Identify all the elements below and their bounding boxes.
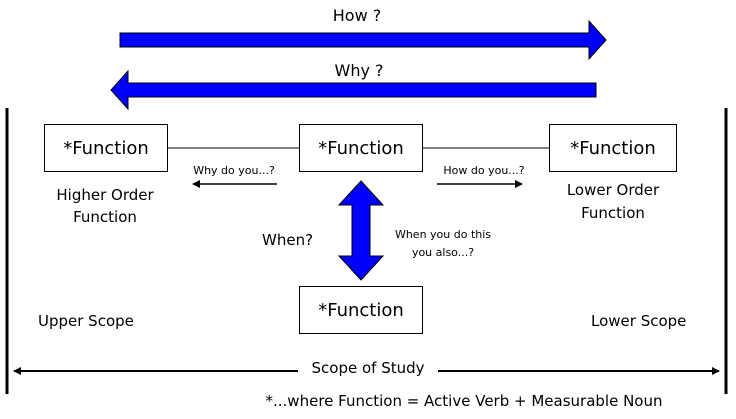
lower-order-label-line2: Function bbox=[581, 204, 645, 222]
how-arrow bbox=[119, 19, 607, 61]
higher-order-label-line1: Higher Order bbox=[56, 186, 154, 204]
when-you-do-label-line1: When you do this bbox=[394, 228, 492, 241]
footnote: *...where Function = Active Verb + Measu… bbox=[265, 392, 663, 410]
when-label: When? bbox=[262, 231, 314, 249]
higher-order-label-line2: Function bbox=[73, 208, 137, 226]
when-double-arrow bbox=[337, 180, 385, 281]
how-do-you-label: How do you...? bbox=[443, 164, 525, 177]
function-box-bottom: *Function bbox=[299, 286, 423, 334]
when-you-do-label-line2: you also...? bbox=[411, 246, 475, 259]
upper-scope-label: Upper Scope bbox=[38, 312, 134, 330]
why-label: Why ? bbox=[334, 61, 384, 80]
why-arrow bbox=[110, 69, 597, 111]
scope-of-study-label: Scope of Study bbox=[311, 359, 425, 377]
function-box-lower: *Function bbox=[549, 124, 677, 172]
function-box-center: *Function bbox=[299, 124, 423, 172]
lower-order-label-line1: Lower Order bbox=[566, 181, 660, 199]
function-box-higher: *Function bbox=[44, 124, 168, 172]
scope-of-study-label-bg bbox=[298, 358, 438, 382]
why-do-you-label: Why do you...? bbox=[193, 164, 275, 177]
how-label: How ? bbox=[332, 6, 382, 25]
lower-scope-label: Lower Scope bbox=[591, 312, 687, 330]
